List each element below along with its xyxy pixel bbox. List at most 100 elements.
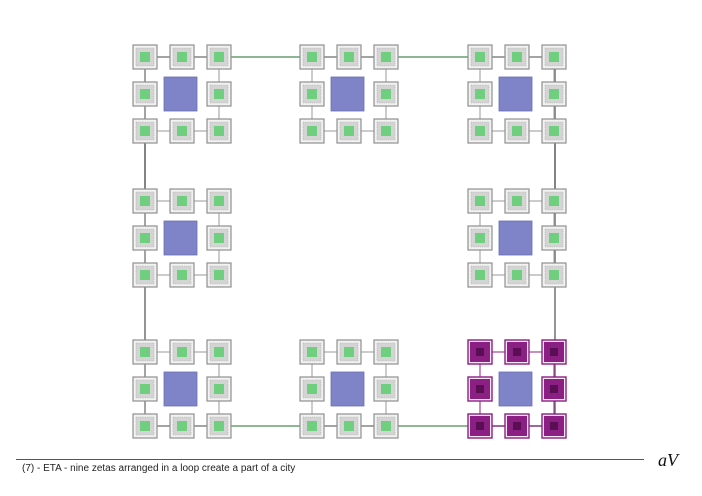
zeta-cell bbox=[467, 81, 493, 107]
zeta-cell bbox=[336, 339, 362, 365]
cell-core bbox=[140, 52, 150, 62]
zeta-cell bbox=[132, 262, 158, 288]
cell-core bbox=[344, 421, 354, 431]
purple-cell bbox=[467, 413, 493, 439]
zeta-cell bbox=[169, 339, 195, 365]
cell-core bbox=[550, 348, 558, 356]
zeta-cell bbox=[467, 225, 493, 251]
cell-core bbox=[476, 348, 484, 356]
purple-cell bbox=[504, 339, 530, 365]
cell-core bbox=[512, 270, 522, 280]
cell-core bbox=[214, 421, 224, 431]
zeta-cell bbox=[541, 225, 567, 251]
zeta-cell bbox=[373, 81, 399, 107]
cell-core bbox=[549, 196, 559, 206]
cell-core bbox=[381, 421, 391, 431]
cell-core bbox=[140, 270, 150, 280]
cell-core bbox=[307, 347, 317, 357]
zeta-module bbox=[299, 44, 399, 144]
zeta-cell bbox=[132, 81, 158, 107]
cell-core bbox=[549, 126, 559, 136]
zeta-cell bbox=[373, 118, 399, 144]
zeta-cell bbox=[299, 413, 325, 439]
central-plaza bbox=[498, 220, 533, 256]
cell-core bbox=[307, 52, 317, 62]
av-logo: aV bbox=[658, 450, 680, 470]
zeta-cell bbox=[373, 413, 399, 439]
zeta-cell bbox=[299, 339, 325, 365]
zeta-cell bbox=[373, 44, 399, 70]
zeta-cell bbox=[336, 413, 362, 439]
central-plaza bbox=[330, 371, 365, 407]
central-plaza bbox=[163, 76, 198, 112]
purple-cell bbox=[541, 339, 567, 365]
zeta-module bbox=[467, 44, 567, 144]
zeta-cell bbox=[169, 44, 195, 70]
purple-cell bbox=[541, 376, 567, 402]
cell-core bbox=[140, 126, 150, 136]
cell-core bbox=[381, 384, 391, 394]
zeta-cell bbox=[206, 339, 232, 365]
zeta-module bbox=[299, 339, 399, 439]
zeta-cell bbox=[132, 339, 158, 365]
cell-core bbox=[549, 52, 559, 62]
logo-text: aV bbox=[658, 450, 680, 470]
cell-core bbox=[512, 52, 522, 62]
cell-core bbox=[475, 196, 485, 206]
cell-core bbox=[549, 270, 559, 280]
zeta-cell bbox=[504, 188, 530, 214]
purple-cell bbox=[467, 376, 493, 402]
cell-core bbox=[381, 126, 391, 136]
purple-cell bbox=[541, 413, 567, 439]
zeta-module bbox=[467, 188, 567, 288]
purple-cell bbox=[467, 339, 493, 365]
zeta-cell bbox=[541, 188, 567, 214]
cell-core bbox=[140, 384, 150, 394]
cell-core bbox=[475, 52, 485, 62]
central-plaza bbox=[498, 76, 533, 112]
zeta-cell bbox=[467, 188, 493, 214]
zeta-cell bbox=[206, 188, 232, 214]
zeta-cell bbox=[132, 376, 158, 402]
zeta-cell bbox=[299, 81, 325, 107]
purple-cell bbox=[504, 413, 530, 439]
zeta-cell bbox=[504, 44, 530, 70]
cell-core bbox=[307, 126, 317, 136]
central-plaza bbox=[498, 371, 533, 407]
cell-core bbox=[344, 126, 354, 136]
cell-core bbox=[475, 126, 485, 136]
cell-core bbox=[140, 196, 150, 206]
zeta-cell bbox=[206, 376, 232, 402]
cell-core bbox=[550, 422, 558, 430]
zeta-module-highlighted bbox=[467, 339, 567, 439]
zeta-cell bbox=[336, 118, 362, 144]
cell-core bbox=[214, 347, 224, 357]
cell-core bbox=[140, 89, 150, 99]
cell-core bbox=[475, 89, 485, 99]
cell-core bbox=[177, 52, 187, 62]
cell-core bbox=[214, 52, 224, 62]
zeta-cell bbox=[541, 262, 567, 288]
zeta-cell bbox=[373, 339, 399, 365]
zeta-cell bbox=[504, 262, 530, 288]
zeta-cell bbox=[169, 188, 195, 214]
zeta-cell bbox=[132, 225, 158, 251]
cell-core bbox=[177, 347, 187, 357]
cell-core bbox=[549, 89, 559, 99]
zeta-cell bbox=[467, 262, 493, 288]
cell-core bbox=[177, 270, 187, 280]
cell-core bbox=[381, 52, 391, 62]
cell-core bbox=[381, 347, 391, 357]
zeta-cell bbox=[541, 44, 567, 70]
cell-core bbox=[214, 270, 224, 280]
zeta-module bbox=[132, 44, 232, 144]
zeta-cell bbox=[299, 44, 325, 70]
cell-core bbox=[214, 126, 224, 136]
zeta-cell bbox=[132, 44, 158, 70]
cell-core bbox=[177, 421, 187, 431]
zeta-cell bbox=[169, 118, 195, 144]
zeta-cell bbox=[206, 413, 232, 439]
cell-core bbox=[344, 347, 354, 357]
cell-core bbox=[549, 233, 559, 243]
